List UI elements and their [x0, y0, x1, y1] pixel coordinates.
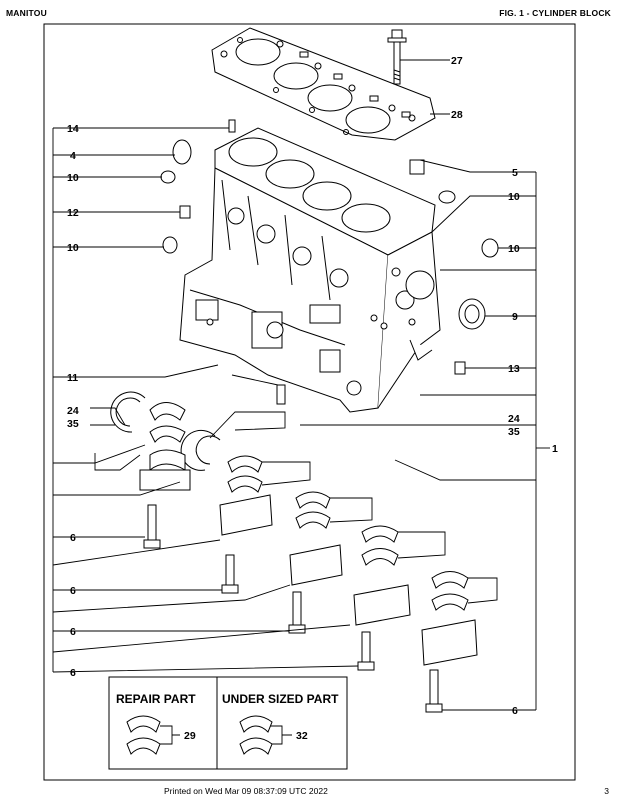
plug-11 [276, 384, 286, 405]
leader-lines [52, 59, 550, 745]
dowel-14 [228, 119, 236, 133]
callout-10d: 10 [508, 243, 520, 255]
head-bolt [387, 29, 407, 85]
callout-6b: 6 [70, 585, 76, 597]
head-gasket [211, 27, 436, 141]
diagram-frame [43, 23, 576, 781]
seal-10d [481, 238, 499, 258]
seal-10b [162, 236, 178, 254]
callout-1: 1 [552, 443, 558, 455]
plug-13 [454, 361, 466, 375]
repair-part-title: REPAIR PART [116, 692, 196, 706]
callout-6c: 6 [70, 626, 76, 638]
callout-35b: 35 [508, 426, 520, 438]
figure-title: FIG. 1 - CYLINDER BLOCK [499, 8, 611, 18]
callout-13: 13 [508, 363, 520, 375]
cylinder-block [179, 127, 441, 413]
page-number: 3 [604, 786, 609, 796]
plug-12 [179, 205, 191, 219]
thrust-washers [110, 391, 221, 471]
callout-32: 32 [296, 730, 308, 742]
under-sized-part-title: UNDER SIZED PART [222, 692, 339, 706]
callout-6e: 6 [512, 705, 518, 717]
callout-9: 9 [512, 311, 518, 323]
callout-10a: 10 [67, 172, 79, 184]
callout-6d: 6 [70, 667, 76, 679]
callout-28: 28 [451, 109, 463, 121]
cup-plugs [160, 119, 499, 405]
callout-5: 5 [512, 167, 518, 179]
callout-10b: 10 [67, 242, 79, 254]
callout-6a: 6 [70, 532, 76, 544]
callout-24b: 24 [508, 413, 520, 425]
plug-4 [172, 139, 192, 165]
header-brand: MANITOU [6, 8, 47, 18]
callout-11: 11 [67, 372, 78, 384]
callout-12: 12 [67, 207, 79, 219]
repair-part-inset [108, 676, 348, 770]
printed-on-stamp: Printed on Wed Mar 09 08:37:09 UTC 2022 [164, 786, 328, 796]
callout-4: 4 [70, 150, 76, 162]
plug-10a [160, 170, 176, 184]
callout-27: 27 [451, 55, 463, 67]
callout-35a: 35 [67, 418, 79, 430]
callout-24a: 24 [67, 405, 79, 417]
plug-5 [409, 159, 425, 175]
plug-10c [438, 190, 456, 204]
callout-14: 14 [67, 123, 79, 135]
main-bearings-and-caps [139, 402, 478, 713]
callout-labels: 27 28 14 4 10 12 10 5 10 10 9 13 11 24 3… [67, 55, 558, 742]
callout-29: 29 [184, 730, 196, 742]
callout-10c: 10 [508, 191, 520, 203]
